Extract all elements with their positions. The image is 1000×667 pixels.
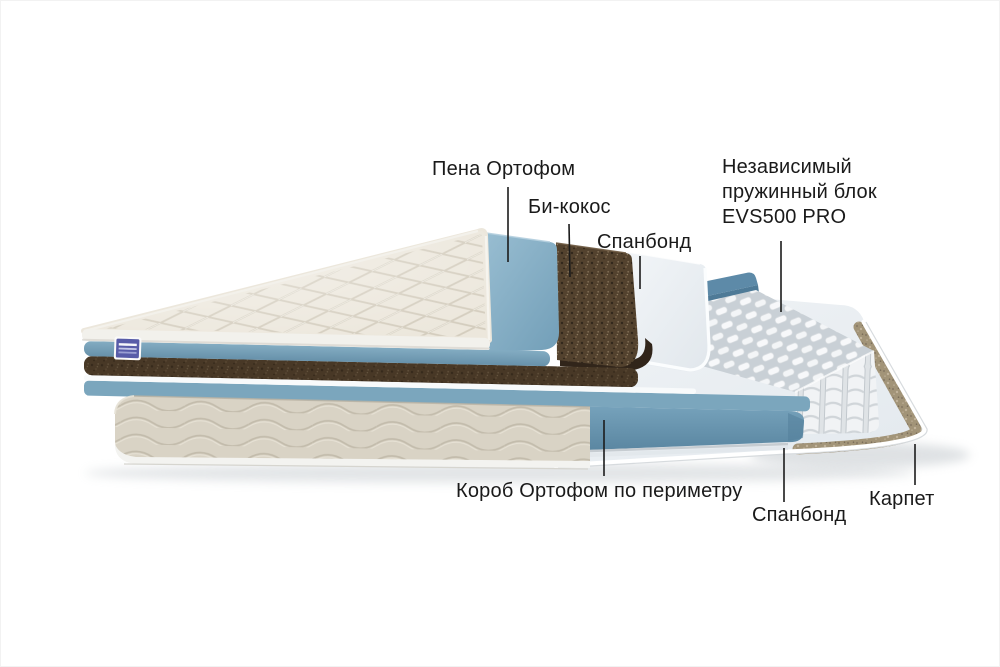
- spunbond-front-edge: [84, 375, 696, 394]
- label-perimeter-box: Короб Ортофом по периметру: [456, 480, 743, 502]
- carpet-rim: [792, 321, 922, 455]
- label-spunbond-top: Спанбонд: [597, 231, 692, 253]
- spunbond-top-layer: [626, 251, 711, 372]
- label-bicocos: Би-кокос: [528, 196, 611, 218]
- label-carpet: Карпет: [869, 488, 935, 510]
- side-wall-piping: [115, 444, 590, 470]
- quilt-piping: [82, 329, 490, 350]
- spring-front-columns: [795, 351, 879, 434]
- quilt-top-layer: [81, 228, 492, 343]
- perimeter-box: [84, 380, 810, 458]
- leader-line-bicocos: [568, 223, 571, 278]
- label-spring-block-line2: пружинный блок: [722, 181, 877, 203]
- label-foam-top: Пена Ортофом: [432, 158, 576, 180]
- floor-shadow: [85, 463, 915, 483]
- base-piping: [553, 319, 928, 469]
- side-wall: [114, 395, 591, 464]
- label-spring-block: Независимый пружинный блок EVS500 PRO: [722, 155, 877, 230]
- foam-layer: [485, 232, 560, 352]
- coco-front-edge: [84, 356, 638, 388]
- coco-layer: [555, 242, 653, 371]
- brand-tag: [113, 336, 142, 361]
- label-spunbond-bottom: Спанбонд: [752, 504, 847, 526]
- foam-front-edge: [84, 341, 550, 367]
- label-spring-block-line3: EVS500 PRO: [722, 206, 847, 228]
- label-spring-block-line1: Независимый: [722, 156, 852, 178]
